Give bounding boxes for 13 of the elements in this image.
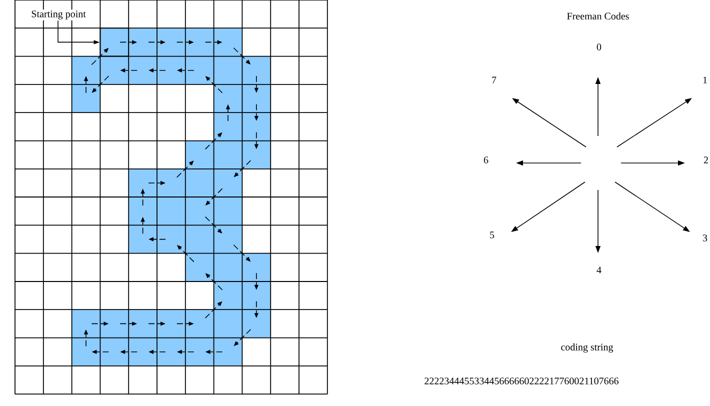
direction-number: 6 — [484, 156, 488, 164]
direction-number: 3 — [702, 234, 708, 242]
direction-number: 5 — [490, 232, 494, 238]
starting-point-label: Starting point — [30, 10, 87, 20]
caption-text: coding string — [561, 343, 614, 353]
direction-number: 0 — [596, 44, 602, 50]
start-cell — [100, 28, 130, 57]
code-string: 222234445533445666660222217760021107666 — [424, 378, 619, 384]
heading: Freeman Codes — [567, 12, 629, 20]
direction-number: 4 — [596, 266, 602, 274]
direction-number: 1 — [703, 76, 707, 84]
direction-number: 2 — [704, 156, 708, 164]
direction-number: 7 — [492, 76, 496, 84]
